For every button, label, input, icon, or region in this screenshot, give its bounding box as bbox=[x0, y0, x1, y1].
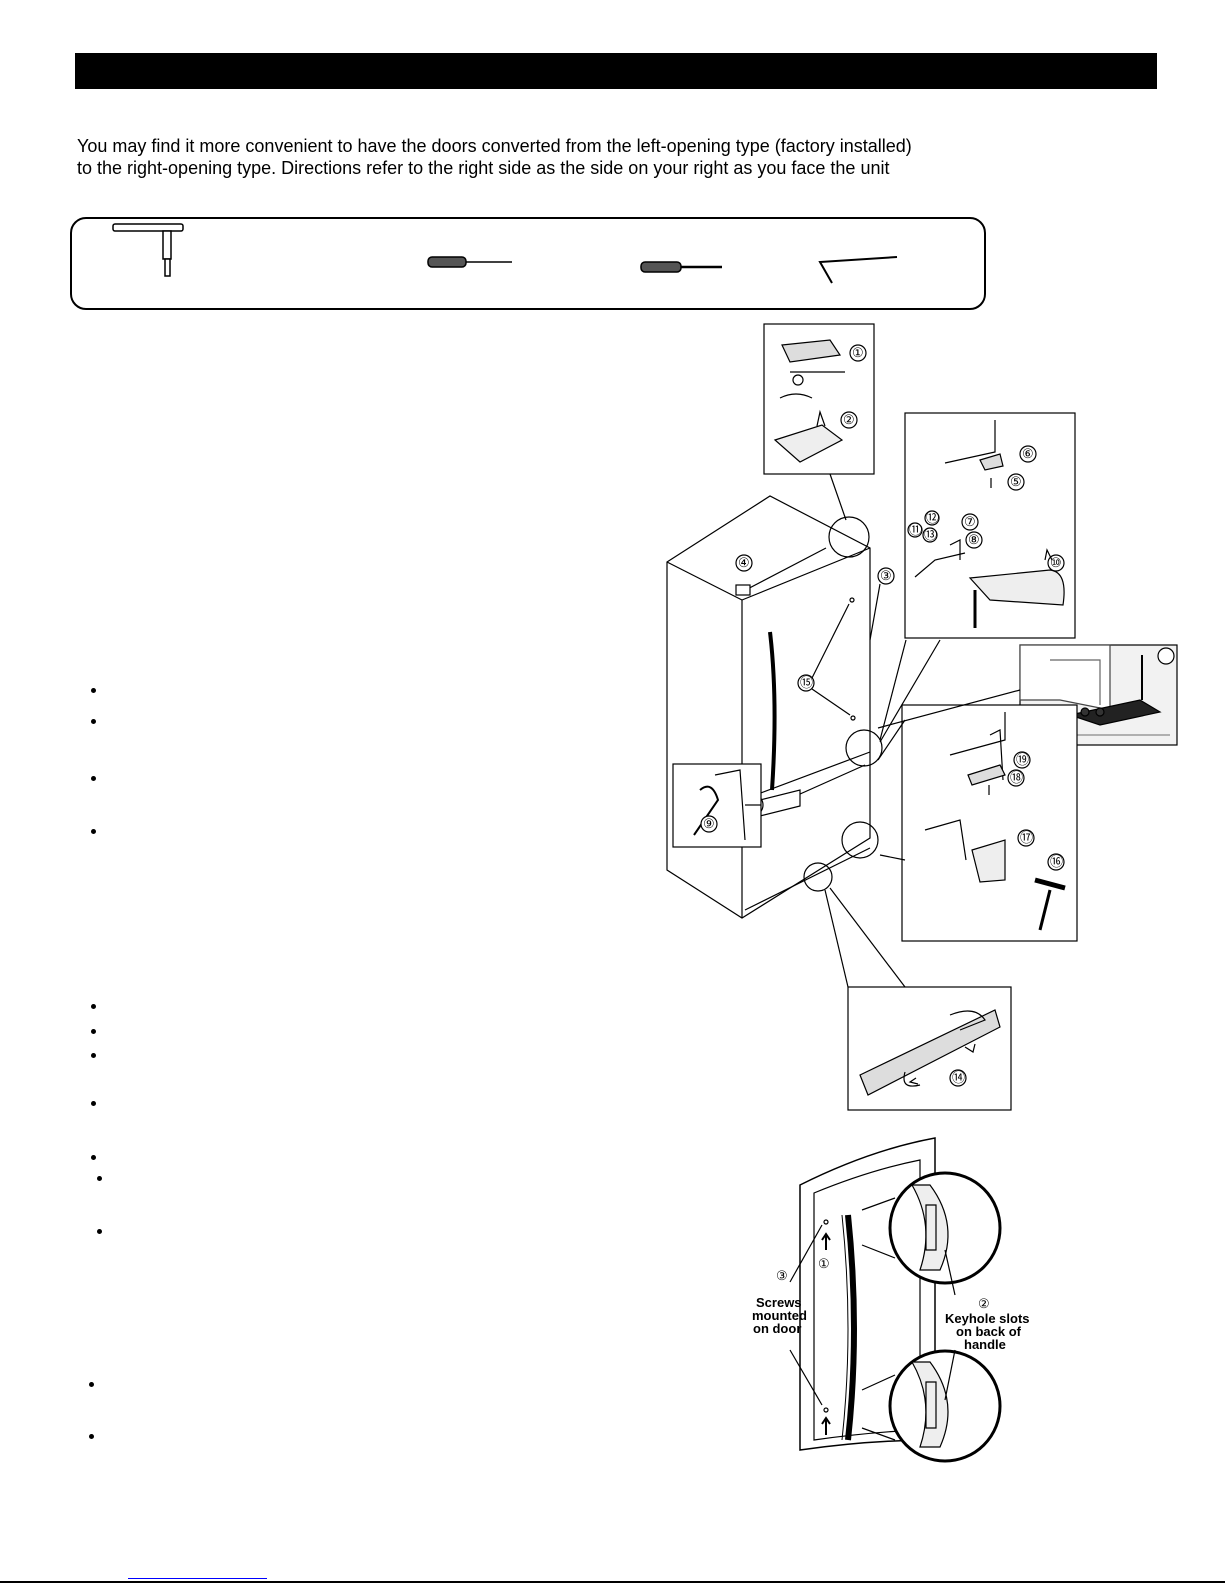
handle-step-1: ① bbox=[818, 1256, 830, 1271]
bullet-marker bbox=[89, 1434, 94, 1439]
callout-17: ⑰ bbox=[1020, 830, 1033, 845]
keyhole-label-2: on back of bbox=[956, 1324, 1022, 1339]
bullet-marker bbox=[91, 1101, 96, 1106]
callout-18: ⑱ bbox=[1010, 770, 1023, 785]
page-link-underline[interactable] bbox=[128, 1578, 267, 1579]
callout-8: ⑧ bbox=[968, 532, 980, 547]
callout-13: ⑬ bbox=[924, 527, 937, 542]
intro-line-2: to the right-opening type. Directions re… bbox=[77, 158, 890, 178]
callout-19: ⑲ bbox=[1016, 752, 1029, 767]
screws-label-2: mounted bbox=[752, 1308, 807, 1323]
refrigerator-illustration bbox=[666, 495, 895, 919]
bullet-marker bbox=[91, 1155, 96, 1160]
callout-16: ⑯ bbox=[1050, 854, 1063, 869]
callout-1: ① bbox=[852, 345, 864, 360]
bullet-marker bbox=[89, 1382, 94, 1387]
callout-6: ⑥ bbox=[1022, 446, 1034, 461]
handle-step-2: ② bbox=[978, 1296, 990, 1311]
callout-9: ⑨ bbox=[703, 816, 715, 831]
keyhole-label-1: Keyhole slots bbox=[945, 1311, 1030, 1326]
callout-5: ⑤ bbox=[1010, 474, 1022, 489]
handle-mounting-figure: ① ② ③ Screws mounted on door Keyhole slo… bbox=[752, 1137, 1030, 1463]
socket-wrench-icon bbox=[112, 223, 184, 277]
bullet-marker bbox=[97, 1176, 102, 1181]
callout-2: ② bbox=[843, 412, 855, 427]
top-hinge-inset bbox=[763, 323, 875, 521]
phillips-screwdriver-icon bbox=[427, 256, 512, 268]
lower-hinge-inset bbox=[901, 704, 1078, 942]
callout-10: ⑩ bbox=[1050, 555, 1062, 570]
tools-icons bbox=[112, 223, 898, 284]
hex-key-icon bbox=[818, 256, 898, 284]
bullet-marker bbox=[91, 1004, 96, 1009]
handle-inset bbox=[672, 763, 762, 848]
callout-7: ⑦ bbox=[964, 514, 976, 529]
bottom-rule bbox=[0, 1581, 1225, 1583]
bullet-marker bbox=[97, 1229, 102, 1234]
flathead-screwdriver-icon bbox=[640, 261, 722, 273]
callout-3: ③ bbox=[880, 568, 892, 583]
callout-11: ⑪ bbox=[909, 522, 922, 537]
keyhole-label-3: handle bbox=[964, 1337, 1006, 1352]
bullet-marker bbox=[91, 829, 96, 834]
callout-14: ⑭ bbox=[952, 1070, 965, 1085]
tools-required-box bbox=[70, 217, 986, 310]
callout-15: ⑮ bbox=[800, 675, 813, 690]
screws-label-1: Screws bbox=[756, 1295, 802, 1310]
screws-label-3: on door bbox=[753, 1321, 801, 1336]
section-title-bar bbox=[75, 53, 1157, 89]
bullet-marker bbox=[91, 1053, 96, 1058]
intro-line-1: You may find it more convenient to have … bbox=[77, 136, 912, 156]
callout-4: ④ bbox=[738, 555, 750, 570]
bullet-marker bbox=[91, 688, 96, 693]
handle-step-3: ③ bbox=[776, 1268, 788, 1283]
bullet-marker bbox=[91, 719, 96, 724]
callout-12: ⑫ bbox=[926, 510, 939, 525]
bullet-marker bbox=[91, 1029, 96, 1034]
kick-plate-inset bbox=[847, 986, 1012, 1111]
middle-hinge-inset bbox=[904, 412, 1076, 639]
bullet-marker bbox=[91, 776, 96, 781]
